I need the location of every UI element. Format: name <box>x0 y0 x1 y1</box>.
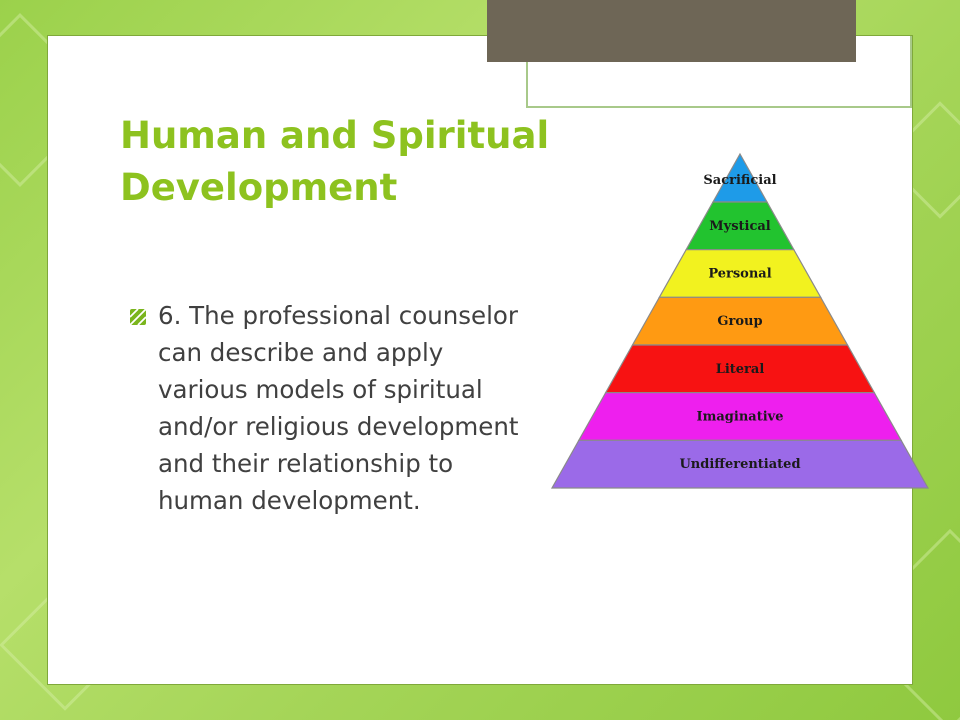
bullet-text: 6. The professional counselor can descri… <box>158 301 519 515</box>
pyramid-label-imaginative: Imaginative <box>697 410 784 425</box>
square-bullet-icon <box>129 308 147 326</box>
pyramid-label-group: Group <box>717 314 762 329</box>
top-tab-bar <box>487 0 856 62</box>
pyramid-label-personal: Personal <box>708 267 771 282</box>
pyramid-label-sacrificial: Sacrificial <box>703 173 776 188</box>
faith-development-pyramid: SacrificialMysticalPersonalGroupLiteralI… <box>550 152 930 489</box>
pyramid-level-undifferentiated <box>550 439 930 489</box>
pyramid-label-literal: Literal <box>716 362 765 377</box>
slide-title: Human and Spiritual Development <box>120 114 550 209</box>
pyramid-label-mystical: Mystical <box>709 219 771 234</box>
pyramid-label-undifferentiated: Undifferentiated <box>679 457 800 472</box>
